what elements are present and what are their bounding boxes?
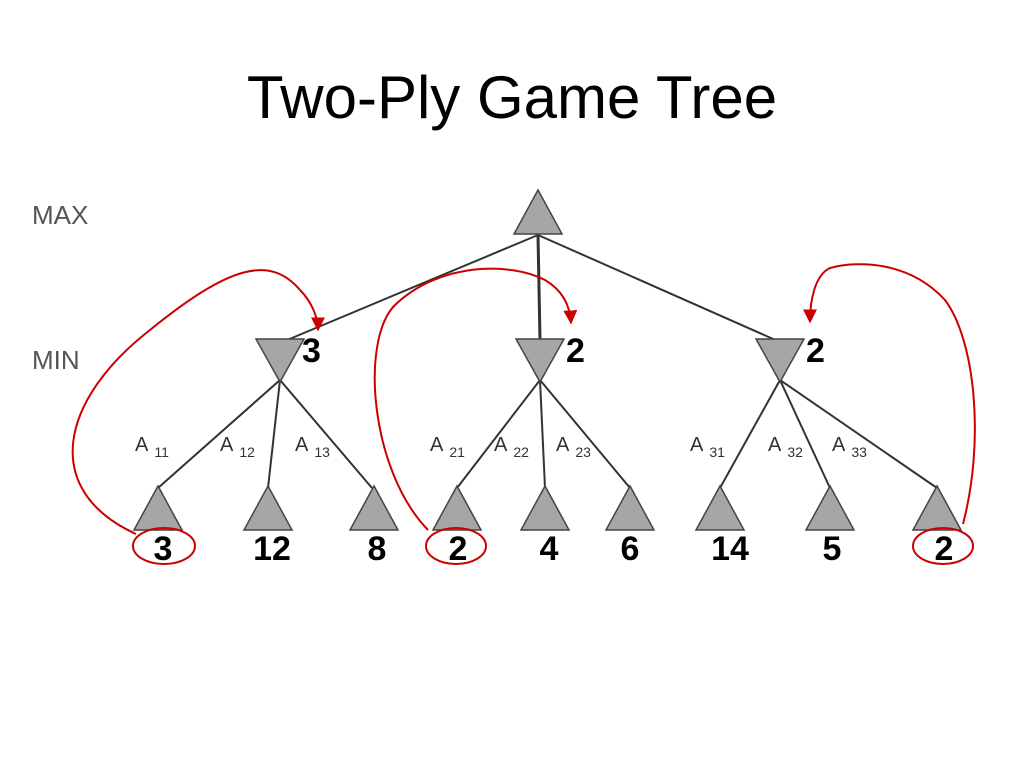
root-edge-3 [537, 234, 781, 343]
leaf-value-2: 12 [253, 530, 291, 568]
min-level-label: MIN [32, 345, 80, 375]
min-node-3 [754, 338, 806, 384]
edge-a22 [539, 379, 546, 489]
leaf-value-9: 2 [935, 530, 954, 568]
leaf-value-4: 2 [449, 530, 468, 568]
backup-arrow-3 [803, 263, 976, 525]
leaf-value-1: 3 [154, 530, 173, 568]
slide-title: Two-Ply Game Tree [246, 64, 778, 131]
leaf-value-5: 4 [540, 530, 559, 568]
min-node-2-value: 2 [566, 332, 585, 370]
leaf-node-2 [242, 484, 294, 531]
min-node-3-value: 2 [806, 332, 825, 370]
root-edge-2 [536, 234, 542, 341]
leaf-node-6 [604, 484, 656, 531]
leaf-node-5 [519, 484, 571, 531]
min-node-1-value: 3 [302, 332, 321, 370]
max-root-node [512, 188, 564, 235]
edge-a13 [279, 379, 373, 489]
backup-arrows [71, 263, 976, 535]
highlight-circles [132, 527, 974, 565]
leaf-node-8 [804, 484, 856, 531]
edge-a21 [456, 379, 541, 489]
leaf-node-9 [911, 484, 963, 531]
leaf-node-7 [694, 484, 746, 531]
max-level-label: MAX [32, 200, 88, 230]
highlight-circle-3 [912, 527, 974, 565]
leaf-node-1 [132, 484, 184, 531]
edge-a33 [779, 379, 938, 489]
leaf-nodes [132, 484, 963, 531]
leaf-value-8: 5 [823, 530, 842, 568]
edge-a32 [779, 379, 831, 489]
highlight-circle-2 [425, 527, 487, 565]
min-edges [157, 379, 938, 489]
min-node-1 [254, 338, 306, 384]
leaf-node-4 [431, 484, 483, 531]
highlight-circle-1 [132, 527, 196, 565]
leaf-value-6: 6 [621, 530, 640, 568]
leaf-node-3 [348, 484, 400, 531]
edge-a12 [267, 379, 281, 489]
backup-arrow-1 [71, 269, 325, 535]
edge-a31 [719, 379, 781, 489]
backup-arrow-2 [373, 267, 578, 531]
leaf-value-7: 14 [711, 530, 749, 568]
edge-a11 [157, 379, 281, 489]
leaf-value-3: 8 [368, 530, 387, 568]
min-node-2 [514, 338, 566, 384]
leaf-values: 3 12 8 2 4 6 14 5 2 [154, 530, 954, 568]
edge-a23 [539, 379, 631, 489]
root-edges [279, 234, 781, 344]
